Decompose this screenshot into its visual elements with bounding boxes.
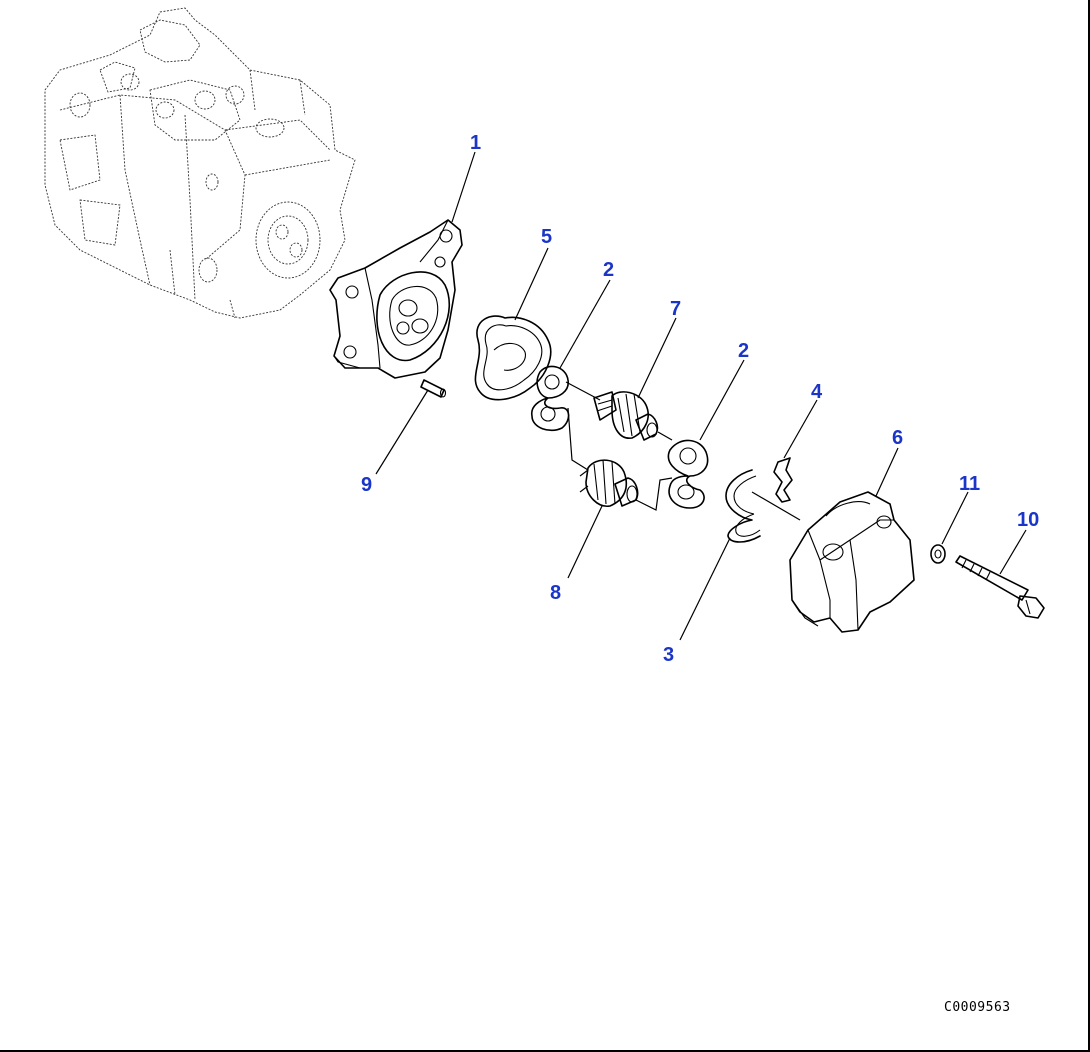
callout-11: 11 <box>959 473 980 495</box>
part-2-side-plate-right <box>667 439 709 509</box>
part-2-side-plate-left <box>530 365 570 432</box>
callout-9: 9 <box>361 474 372 496</box>
callout-8: 8 <box>550 582 561 604</box>
callout-5: 5 <box>541 226 552 248</box>
part-8-driven-gear <box>579 459 639 507</box>
callout-10: 10 <box>1017 509 1039 531</box>
callout-1: 1 <box>470 132 481 154</box>
drawing-number: C0009563 <box>944 1000 1011 1015</box>
callout-2-right: 2 <box>738 340 749 362</box>
part-3-seal-ring <box>725 469 761 543</box>
part-7-drive-gear <box>593 391 659 441</box>
part-5-seal <box>474 315 552 401</box>
part-4-backup-ring <box>773 457 793 503</box>
callout-4: 4 <box>811 381 823 403</box>
callout-7: 7 <box>670 298 681 320</box>
callout-3: 3 <box>663 644 674 666</box>
part-11-washer <box>930 544 946 564</box>
callout-labels: 1 5 2 7 2 4 6 11 10 9 8 3 <box>361 132 1039 666</box>
callout-leaders <box>375 151 1027 641</box>
part-1-flange-plate <box>329 219 463 379</box>
part-10-bolt <box>955 555 1045 619</box>
callout-6: 6 <box>892 427 903 449</box>
assembly-lines <box>565 381 801 521</box>
part-6-cover <box>789 491 915 633</box>
callout-2-left: 2 <box>603 259 614 281</box>
pump-body-outline <box>44 7 356 319</box>
part-9-pin <box>420 379 447 398</box>
